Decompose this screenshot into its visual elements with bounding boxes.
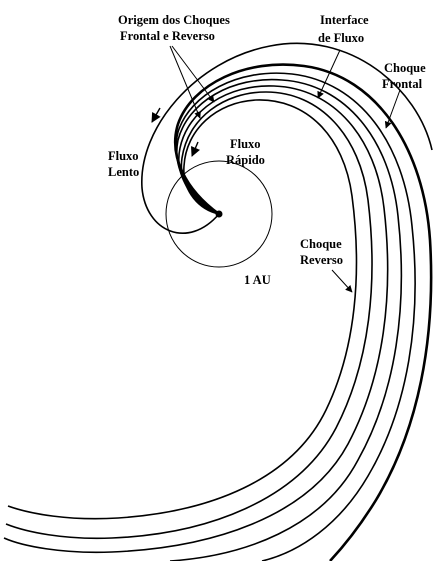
- sun-source-point: [216, 211, 223, 218]
- label-slow-wind-line2: Lento: [108, 165, 139, 179]
- forward-shock-line: [175, 65, 431, 561]
- label-reverse-shock-line2: Reverso: [300, 253, 343, 267]
- label-origin-line1: Origem dos Choques: [118, 13, 230, 27]
- label-slow-wind-line1: Fluxo: [108, 149, 139, 163]
- label-interface-line2: de Fluxo: [318, 31, 364, 45]
- label-origin-line2: Frontal e Reverso: [120, 29, 215, 43]
- reverse-shock-line: [6, 92, 372, 538]
- origin-arrow-right: [172, 46, 214, 102]
- label-forward-shock-line2: Frontal: [382, 77, 423, 91]
- label-one-au: 1 AU: [244, 273, 271, 287]
- interface-outer-line: [176, 73, 415, 561]
- slow-flow-arrow: [152, 108, 160, 122]
- label-fast-wind-line2: Rápido: [226, 153, 265, 167]
- label-forward-shock-line1: Choque: [384, 61, 426, 75]
- label-interface-line1: Interface: [320, 13, 369, 27]
- interface-inner-line: [4, 86, 388, 552]
- reverse-shock-pointer: [332, 270, 352, 292]
- label-fast-wind-line1: Fluxo: [230, 137, 261, 151]
- stream-interface-line: [170, 80, 401, 561]
- fast-flow-arrow: [192, 142, 198, 156]
- label-reverse-shock-line1: Choque: [300, 237, 342, 251]
